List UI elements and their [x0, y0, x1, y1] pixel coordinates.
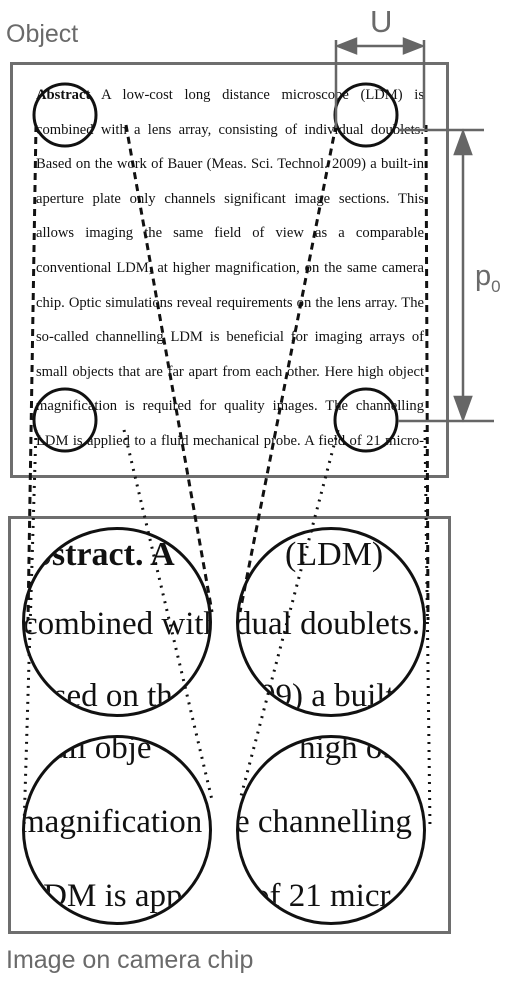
- abstract-line: conventional LDM, at higher magnificatio…: [36, 259, 424, 276]
- pitch-label: p0: [475, 260, 501, 297]
- magnified-circle-top-left: bstract. A combined with ased on th: [22, 527, 212, 717]
- aperture-circle-top-left: [32, 82, 98, 148]
- magnified-circle-top-right: (LDM) dual doublets. 09) a built: [236, 527, 426, 717]
- projection-line: [26, 124, 38, 621]
- aperture-width-label: U: [370, 4, 393, 39]
- projection-line: [122, 429, 214, 801]
- image-frame: [8, 516, 451, 934]
- object-frame: [10, 62, 449, 478]
- magnified-text: bstract. A: [33, 536, 175, 573]
- aperture-circle-bottom-left: [32, 387, 98, 453]
- u-arrow-left: [334, 37, 358, 55]
- abstract-text: Abstract A low-cost long distance micros…: [36, 78, 424, 459]
- projection-line: [238, 124, 338, 613]
- magnified-text: (LDM): [285, 536, 384, 573]
- abstract-heading: Abstract: [36, 87, 91, 103]
- abstract-line: Based on the work of Bauer (Meas. Sci. T…: [36, 156, 424, 173]
- abstract-line: magnification is required for quality im…: [36, 398, 424, 415]
- magnified-text: magnification: [22, 804, 203, 840]
- magnified-text: LDM is app: [23, 878, 183, 914]
- magnified-text: dual doublets.: [236, 606, 421, 642]
- magnified-text: e channelling: [236, 804, 412, 840]
- abstract-line: chip. Optic simulations reveal requireme…: [36, 294, 424, 311]
- magnified-circle-bottom-left: nall obje magnification LDM is app: [22, 735, 212, 925]
- abstract-line: Abstract A low-cost long distance micros…: [36, 87, 424, 103]
- abstract-line: allows imaging the same field of view as…: [36, 225, 424, 242]
- object-label: Object: [6, 20, 79, 48]
- magnified-text: combined with: [23, 606, 212, 642]
- abstract-line: combined with a lens array, consisting o…: [36, 121, 424, 138]
- image-label: Image on camera chip: [6, 946, 254, 974]
- aperture-circle-top-right: [333, 82, 399, 148]
- magnified-text: 09) a built: [259, 678, 395, 714]
- u-arrow-right: [402, 37, 426, 55]
- abstract-line: aperture plate only channels significant…: [36, 190, 424, 207]
- magnified-text: of 21 micr: [253, 878, 391, 914]
- abstract-line: so-called channelling LDM is beneficial …: [36, 329, 424, 346]
- p0-arrow-bottom: [453, 395, 473, 423]
- magnified-text: high obj: [299, 735, 409, 766]
- magnified-text: ased on th: [39, 678, 173, 714]
- projection-line: [124, 124, 214, 613]
- pitch-label-sub: 0: [491, 276, 501, 296]
- abstract-line: LDM is applied to a fluid mechanical pro…: [36, 432, 424, 449]
- projection-line: [238, 429, 340, 801]
- magnified-circle-bottom-right: high obj e channelling of 21 micr: [236, 735, 426, 925]
- projection-line: [424, 124, 430, 621]
- magnified-text: nall obje: [37, 735, 152, 766]
- p0-arrow-top: [453, 128, 473, 156]
- pitch-label-main: p: [475, 260, 492, 292]
- aperture-circle-bottom-right: [333, 387, 399, 453]
- abstract-line: small objects that are far apart from ea…: [36, 363, 424, 380]
